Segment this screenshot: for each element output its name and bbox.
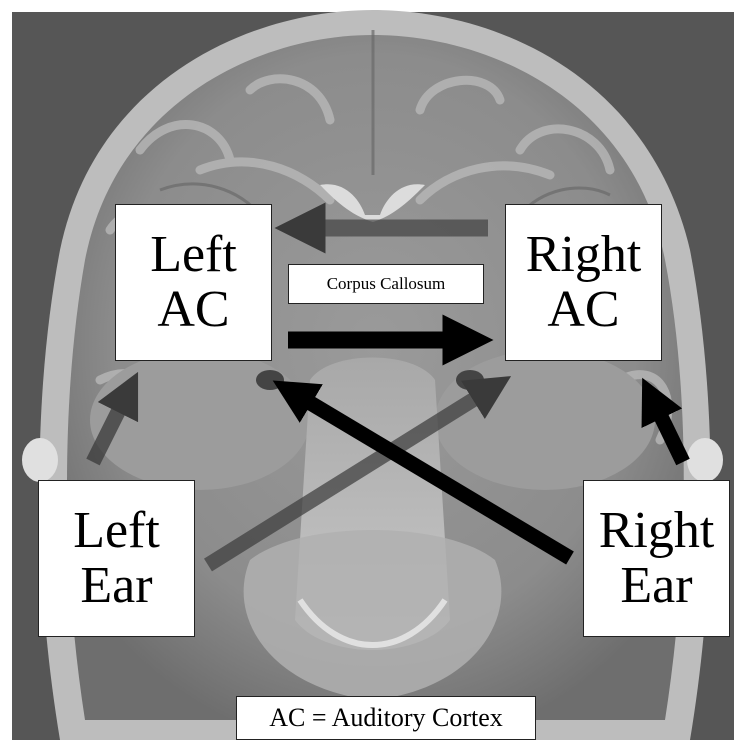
right-ac-line2: AC bbox=[547, 283, 619, 338]
left-ac-line2: AC bbox=[157, 283, 229, 338]
left-ear-box: Left Ear bbox=[38, 480, 195, 637]
corpus-callosum-label: Corpus Callosum bbox=[288, 264, 484, 304]
right-ear-line2: Ear bbox=[620, 559, 692, 614]
legend-label: AC = Auditory Cortex bbox=[236, 696, 536, 740]
left-ac-box: Left AC bbox=[115, 204, 272, 361]
right-ac-line1: Right bbox=[526, 228, 642, 283]
left-ear-line2: Ear bbox=[80, 559, 152, 614]
left-ac-line1: Left bbox=[150, 228, 237, 283]
right-ear-box: Right Ear bbox=[583, 480, 730, 637]
left-ear-line1: Left bbox=[73, 504, 160, 559]
right-ear-line1: Right bbox=[599, 504, 715, 559]
right-ac-box: Right AC bbox=[505, 204, 662, 361]
